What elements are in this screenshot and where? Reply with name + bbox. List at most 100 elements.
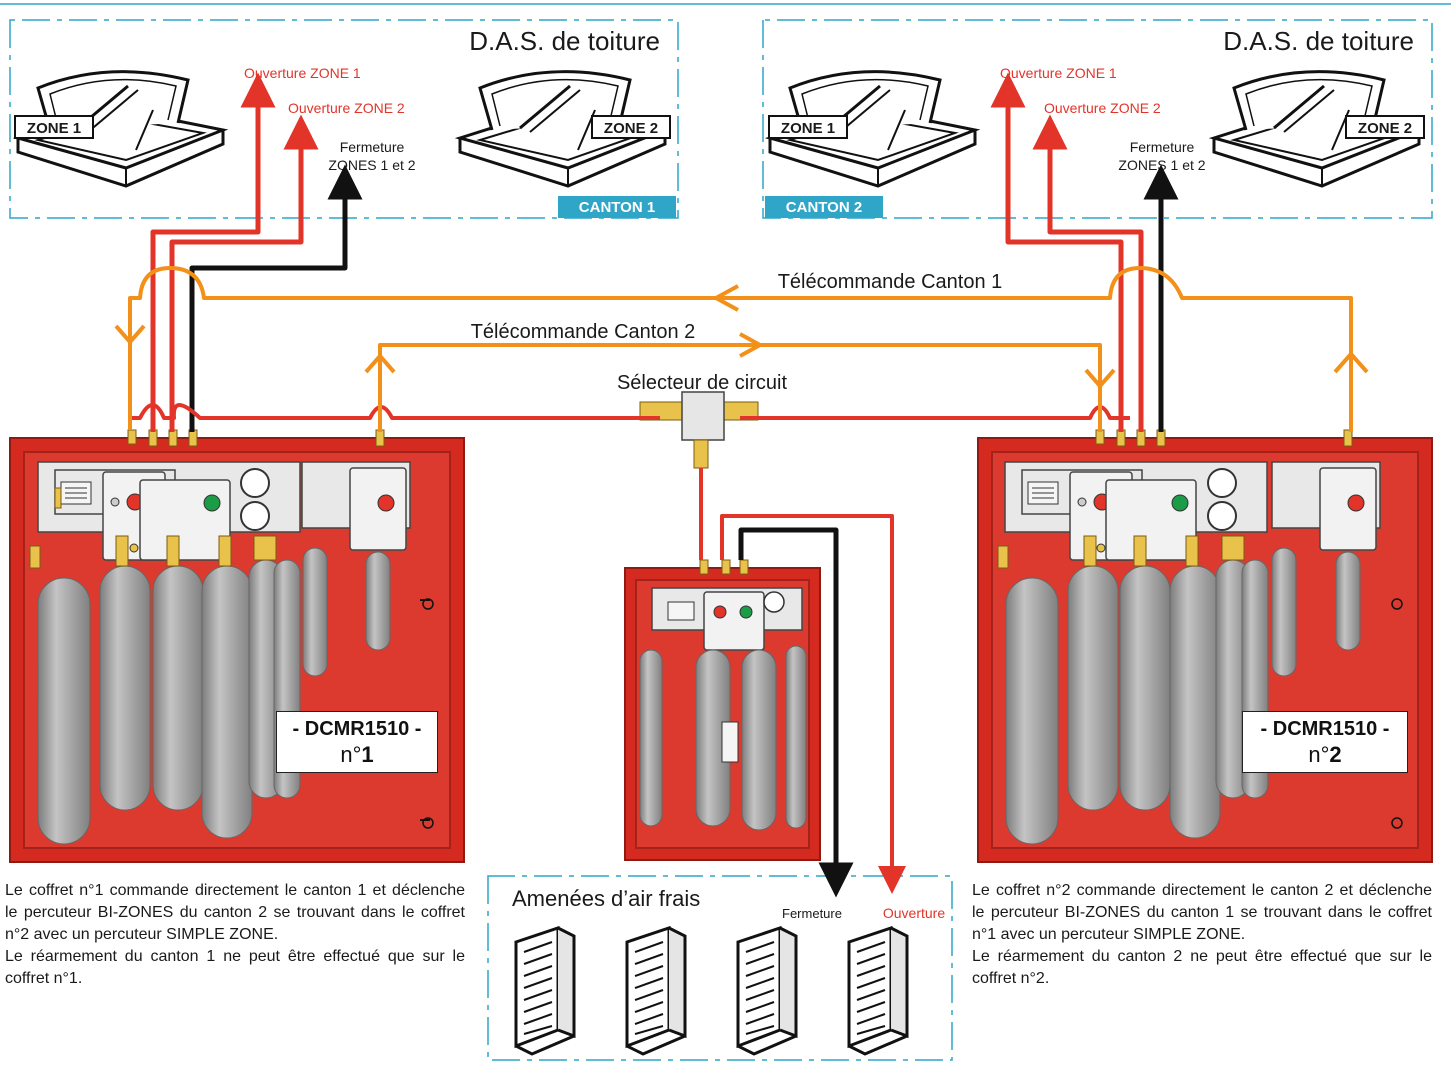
pressure-gauge-icon <box>1207 501 1237 531</box>
co2-cylinder-icon <box>37 577 91 845</box>
pneumatic-lines <box>114 72 1369 898</box>
valve-block <box>703 591 765 651</box>
zone-tag-box <box>14 115 94 139</box>
zone-tag-box <box>768 115 848 139</box>
cabinet-hinge-icon <box>422 817 434 829</box>
line-opening-fresh-air <box>720 514 906 894</box>
trigger-simple-zone-icon <box>349 467 407 551</box>
canton-tag-bg <box>558 196 676 218</box>
closing-label-line-1: Fermeture <box>340 139 405 155</box>
closing-label-line-1: Fermeture <box>1130 139 1195 155</box>
trigger-simple-zone-icon <box>1319 467 1377 551</box>
das-panel-title: D.A.S. de toiture <box>1223 26 1414 56</box>
zone-1-tag: ZONE 1 <box>27 120 81 137</box>
arrow-remote-right-icon <box>739 332 762 358</box>
pressure-gauge-icon <box>763 591 785 613</box>
co2-cylinder-icon <box>99 565 151 811</box>
co2-cylinder-icon <box>1271 547 1297 677</box>
line-selector-left <box>130 403 660 420</box>
selector-body <box>681 391 725 441</box>
co2-cylinder-icon <box>302 547 328 677</box>
opening-zone-2-label: Ouverture ZONE 2 <box>1044 100 1161 116</box>
fresh-air-opening-label: Ouverture <box>883 905 945 921</box>
das-panel-canton-1: D.A.S. de toiture ZONE 1 ZONE 2 CANTON 1… <box>9 19 679 219</box>
arrow-remote-left-icon <box>714 284 739 312</box>
circuit-selector <box>639 391 759 469</box>
description-cabinet-2: Le coffret n°2 commande directement le c… <box>972 880 1432 990</box>
red-valve-icon <box>713 605 727 619</box>
cabinet-1 <box>9 429 465 863</box>
closing-label-line-2: ZONES 1 et 2 <box>328 157 415 173</box>
line-remote-canton-2 <box>378 343 1102 432</box>
central-cabinet <box>624 559 821 861</box>
fresh-air-frame <box>487 875 953 1061</box>
label-plate <box>721 721 739 763</box>
das-panel-title: D.A.S. de toiture <box>469 26 660 56</box>
pressure-gauge-icon <box>1207 468 1237 498</box>
description-paragraph: Le coffret n°2 commande directement le c… <box>972 882 1432 943</box>
cabinet-hinge-icon <box>422 598 434 610</box>
canton-2-tag: CANTON 2 <box>786 199 862 216</box>
red-valve-icon <box>1347 494 1365 512</box>
line-opening-zone-1-canton-1 <box>150 72 276 432</box>
line-opening-zone-1-canton-2 <box>990 72 1124 432</box>
co2-cylinder-icon <box>785 645 807 829</box>
arrow-remote-down-icon <box>1084 368 1116 388</box>
zone-2-tag: ZONE 2 <box>1358 120 1412 137</box>
valve-block <box>1105 479 1197 561</box>
cabinet-hinge-icon <box>1391 598 1403 610</box>
arrow-remote-down-icon <box>114 324 146 344</box>
description-paragraph: Le réarmement du canton 2 ne peut être e… <box>972 948 1432 987</box>
opening-zone-2-label: Ouverture ZONE 2 <box>288 100 405 116</box>
remote-canton-2-label: Télécommande Canton 2 <box>471 321 696 343</box>
description-paragraph: Le coffret n°1 commande directement le c… <box>5 882 465 943</box>
zone-1-tag: ZONE 1 <box>781 120 835 137</box>
co2-cylinder-icon <box>365 551 391 651</box>
remote-canton-1-label: Télécommande Canton 1 <box>778 271 1003 293</box>
line-selector-right <box>740 405 1130 420</box>
co2-cylinder-icon <box>1119 565 1171 811</box>
co2-cylinder-icon <box>1335 551 1361 651</box>
valve-block <box>139 479 231 561</box>
cylinders <box>37 547 391 845</box>
pressure-gauge-icon <box>240 468 270 498</box>
co2-cylinder-icon <box>1005 577 1059 845</box>
canton-tag-bg <box>765 196 883 218</box>
closing-label-line-2: ZONES 1 et 2 <box>1118 157 1205 173</box>
arrow-remote-up-icon <box>1333 352 1369 374</box>
air-inlet-vent-icon <box>847 926 909 1056</box>
selector-outlet <box>693 439 709 469</box>
line-opening-zone-2-canton-2 <box>1032 114 1144 432</box>
fresh-air-closing-label: Fermeture <box>782 906 842 921</box>
air-inlet-vent-icon <box>736 926 798 1056</box>
co2-cylinder-icon <box>1067 565 1119 811</box>
co2-cylinder-icon <box>1169 565 1221 839</box>
cabinet-model: DCMR1510 <box>1272 718 1378 740</box>
cabinet-2 <box>977 429 1433 863</box>
zone-tag-box <box>591 115 671 139</box>
green-valve-icon <box>739 605 753 619</box>
das-panel-frame <box>762 19 1433 219</box>
description-paragraph: Le réarmement du canton 1 ne peut être e… <box>5 948 465 987</box>
brass-fittings <box>699 559 749 575</box>
co2-cylinder-icon <box>741 649 777 831</box>
air-inlet-vent-icon <box>625 926 687 1056</box>
co2-cylinder-icon <box>639 649 663 827</box>
co2-cylinder-icon <box>152 565 204 811</box>
opening-zone-1-label: Ouverture ZONE 1 <box>1000 65 1117 81</box>
line-opening-zone-2-canton-1 <box>169 114 319 432</box>
brass-fittings <box>997 429 1353 569</box>
label-plate <box>667 601 695 621</box>
zone-2-tag: ZONE 2 <box>604 120 658 137</box>
air-inlet-vent-icon <box>514 926 576 1056</box>
das-panel-frame <box>9 19 679 219</box>
line-remote-canton-1 <box>128 266 1353 432</box>
canton-1-tag: CANTON 1 <box>579 199 655 216</box>
cabinet-number: 1 <box>361 742 374 767</box>
fresh-air-title: Amenées d’air frais <box>512 886 700 911</box>
cabinet-1-label: - DCMR1510 - n°1 <box>276 711 438 773</box>
cabinet-number: 2 <box>1329 742 1342 767</box>
line-closing-fresh-air <box>738 527 854 898</box>
